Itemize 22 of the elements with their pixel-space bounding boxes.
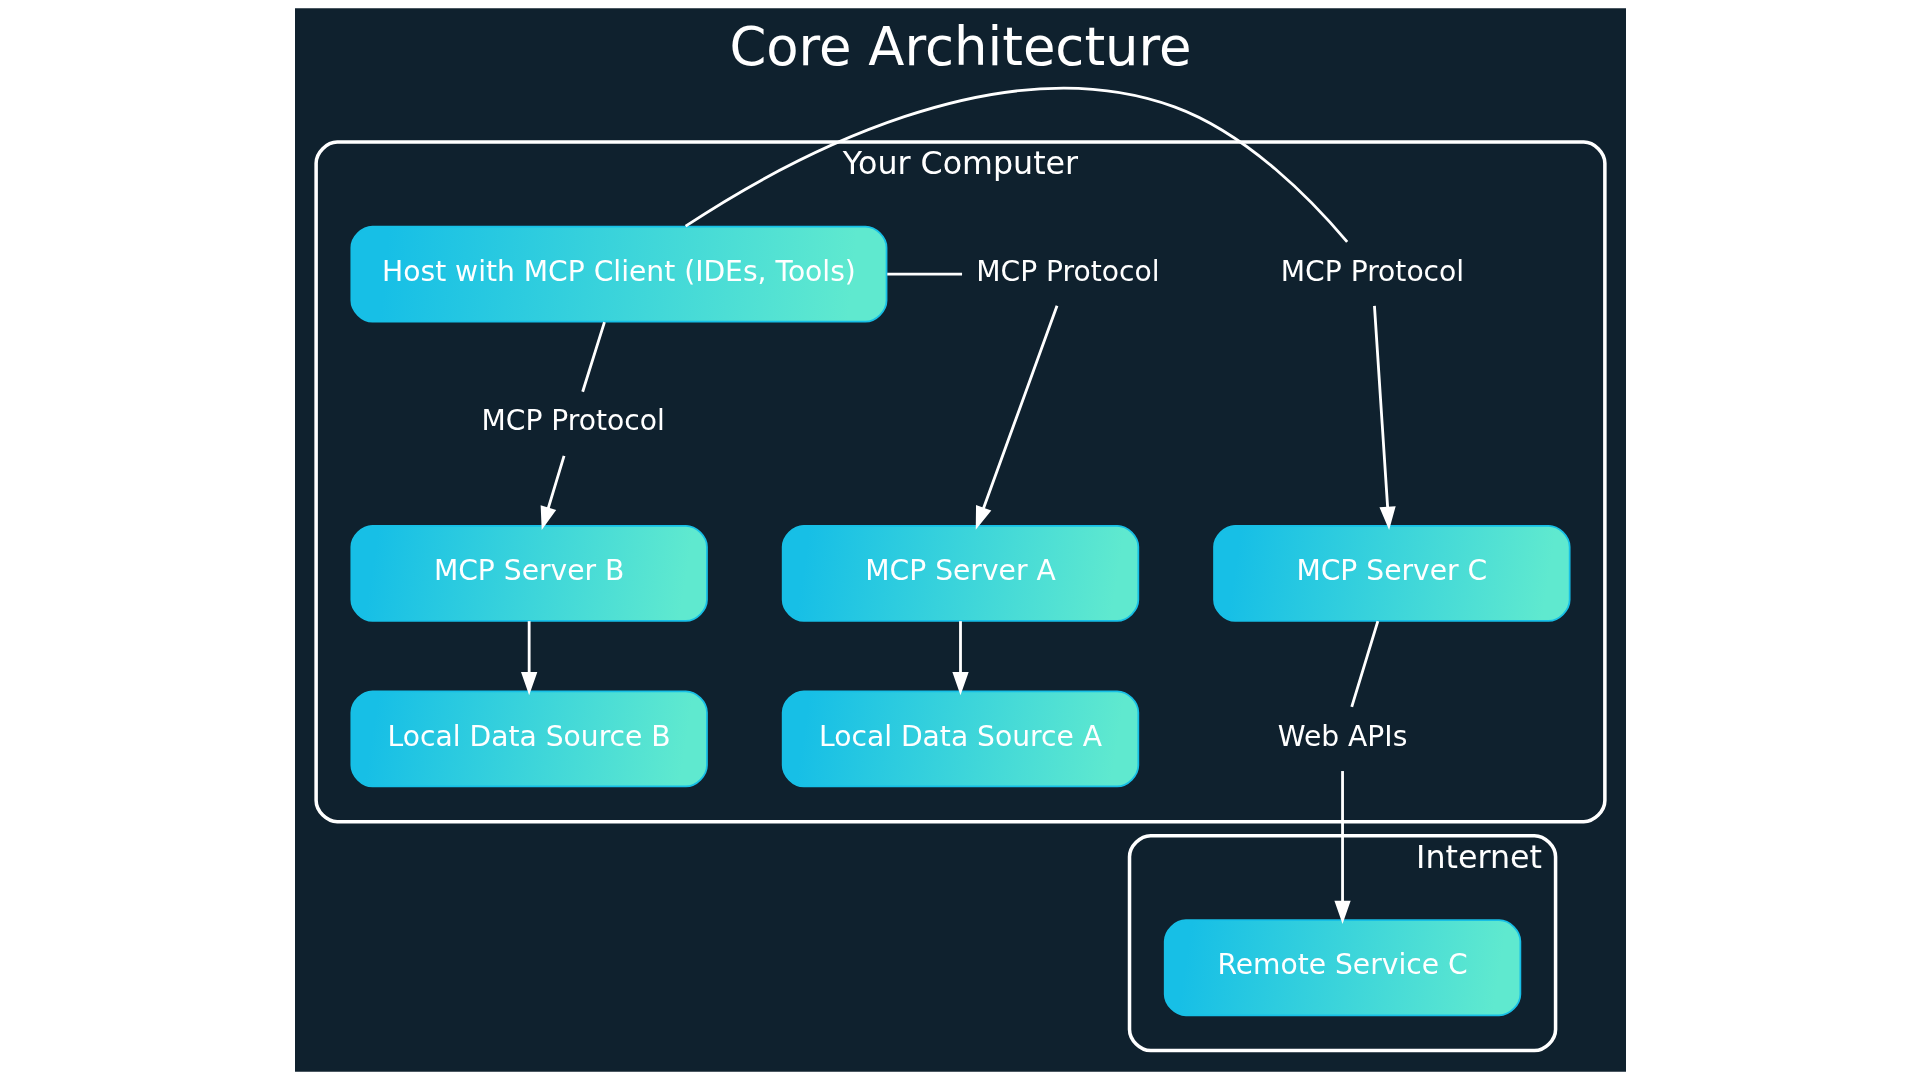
arrow [1372, 305, 1396, 530]
node-text: MCP Protocol [975, 254, 1160, 288]
node-box: Remote Service C [1163, 919, 1521, 1017]
node-text: Web APIs [1277, 719, 1407, 753]
node-box: MCP Server A [781, 525, 1139, 622]
node-text: MCP Protocol [1280, 254, 1464, 288]
node-box: Local Data Source A [781, 690, 1139, 788]
node-text: MCP Protocol [480, 404, 665, 438]
node-box: Local Data Source B [349, 690, 708, 788]
node-box: MCP Server C [1212, 525, 1571, 622]
diagram-title: Core Architecture [728, 15, 1192, 77]
arrow [540, 455, 565, 530]
connector [1349, 620, 1379, 708]
connector [684, 87, 1348, 243]
arrow [520, 621, 537, 696]
arrow [975, 305, 1058, 530]
arrow [951, 621, 969, 696]
node-box: Host with MCP Client (IDEs, Tools) [349, 225, 887, 323]
connector [886, 272, 962, 276]
arrow [1333, 771, 1351, 924]
node-box: MCP Server B [349, 525, 708, 622]
connector [580, 321, 606, 393]
